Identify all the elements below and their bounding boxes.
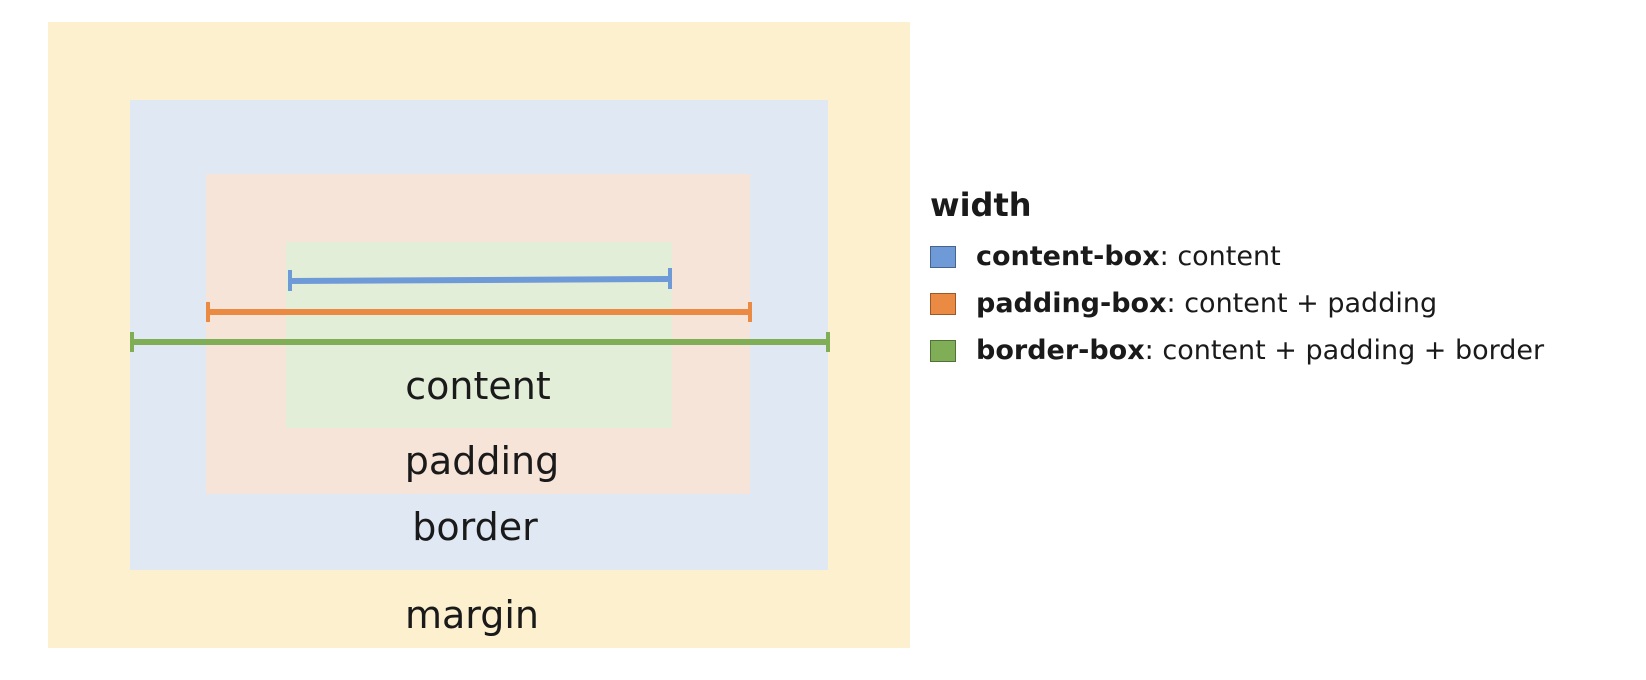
orange-swatch-icon xyxy=(930,292,956,315)
legend-item-border-box: border-box: content + padding + border xyxy=(930,327,1544,374)
legend-key: border-box xyxy=(976,335,1145,366)
content-label: content xyxy=(405,364,551,408)
legend-separator: : xyxy=(1166,288,1176,319)
legend-key: padding-box xyxy=(976,288,1167,319)
content-area xyxy=(286,242,672,428)
legend: width content-box: content padding-box: … xyxy=(930,185,1544,374)
legend-separator: : xyxy=(1159,241,1169,272)
blue-swatch-icon xyxy=(930,245,956,268)
padding-label: padding xyxy=(404,439,560,483)
green-swatch-icon xyxy=(930,339,956,362)
legend-title: width xyxy=(930,186,1032,224)
legend-description: content + padding xyxy=(1175,288,1438,319)
legend-description: content xyxy=(1168,241,1281,272)
legend-key: content-box xyxy=(976,241,1160,272)
border-box-measure xyxy=(130,332,830,352)
legend-item-padding-box: padding-box: content + padding xyxy=(930,280,1544,327)
margin-label: margin xyxy=(404,593,540,637)
padding-box-measure xyxy=(206,302,752,322)
legend-separator: : xyxy=(1144,335,1154,366)
content-box-measure xyxy=(288,268,672,291)
legend-item-content-box: content-box: content xyxy=(930,233,1544,280)
legend-description: content + padding + border xyxy=(1153,335,1545,366)
border-label: border xyxy=(412,505,538,549)
